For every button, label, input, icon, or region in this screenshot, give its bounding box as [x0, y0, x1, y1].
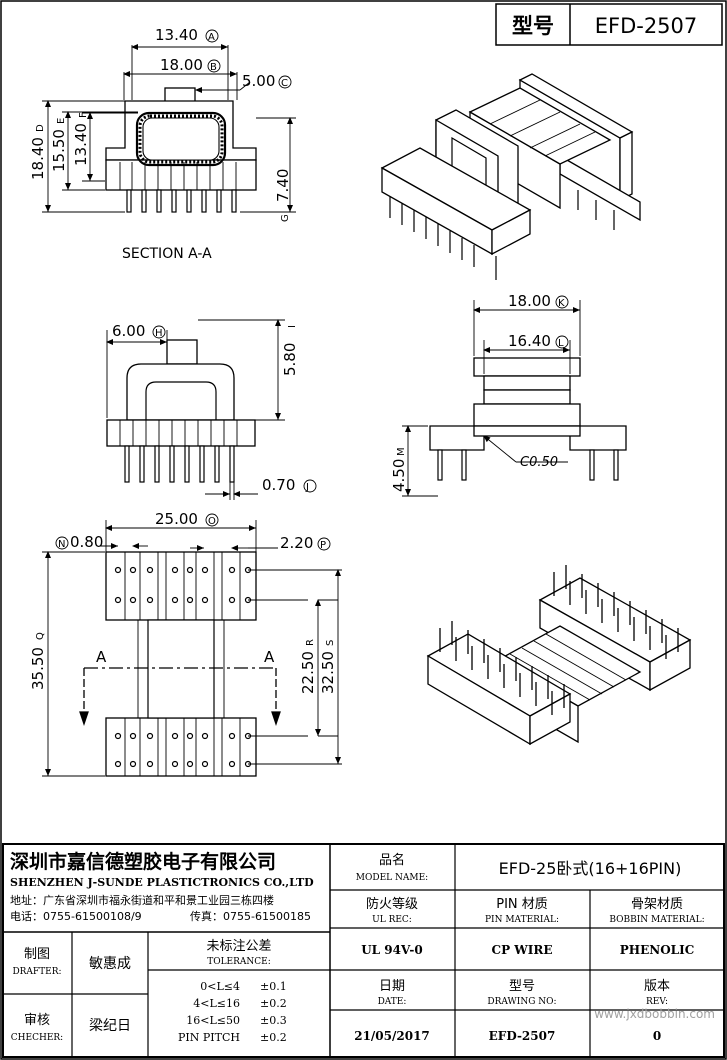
dim-side-width-tag: H	[155, 328, 163, 339]
dim-height-flange: 15.50	[50, 129, 68, 172]
dim-side-height: 5.80	[281, 343, 299, 376]
dim-window-tag: C	[281, 78, 288, 89]
tolerance-value: ±0.2	[260, 997, 287, 1010]
section-mark-right: A	[264, 648, 275, 666]
header-box: 型号 EFD-2507	[495, 3, 723, 46]
dim-height-inner: 13.40	[72, 123, 90, 166]
section-mark-left: A	[96, 648, 107, 666]
dim-span: 25.00	[155, 510, 198, 528]
checker-label-en: CHECHER:	[11, 1033, 63, 1043]
company-phone: 电话：0755-61500108/9	[10, 910, 142, 923]
dim-inner-len: 22.50	[299, 651, 317, 694]
front-view: 18.00 K 16.40 L 4.50 M C0.50	[390, 292, 627, 497]
tolerance-label-cn: 未标注公差	[206, 939, 271, 954]
dim-pin-len: 7.40	[274, 169, 292, 202]
company-fax: 传真：0755-61500185	[190, 909, 311, 923]
drawing-no-value: EFD-2507	[489, 1029, 556, 1043]
dim-front-base-tag: M	[396, 447, 407, 456]
dim-front-inner: 16.40	[508, 332, 551, 350]
bottom-view: A A 25.00 O N 0.80 2.20 P 35.50 Q 22.50 …	[29, 510, 342, 777]
drafter-label-cn: 制图	[24, 947, 50, 962]
dim-front-inner-tag: L	[558, 338, 564, 349]
header-value: EFD-2507	[595, 14, 698, 38]
dim-mid-width: 18.00	[160, 56, 203, 74]
dim-side-width: 6.00	[112, 322, 145, 340]
tolerance-label-en: TOLERANCE:	[207, 957, 271, 967]
dim-chamfer: C0.50	[520, 455, 558, 470]
tolerance-value: ±0.1	[260, 980, 287, 993]
dim-outer-len: 32.50	[319, 651, 337, 694]
dim-mid-width-tag: B	[210, 62, 217, 73]
drawing-no-label-cn: 型号	[509, 979, 535, 994]
section-view: 13.40 A 18.00 B 5.00 C 18.40 D 15.50 E 1…	[29, 26, 296, 262]
dim-front-outer-tag: K	[558, 298, 565, 309]
side-view: 6.00 H 5.80 I 0.70 J	[106, 319, 317, 500]
tolerance-range: 16<L≤50	[186, 1014, 240, 1027]
model-label-cn: 品名	[379, 852, 405, 868]
date-label-en: DATE:	[378, 997, 407, 1007]
pin-material-value: CP WIRE	[492, 943, 553, 957]
bobbin-material-label-en: BOBBIN MATERIAL:	[609, 915, 704, 925]
date-label-cn: 日期	[379, 979, 405, 994]
tolerance-value: ±0.2	[260, 1031, 287, 1044]
tolerance-range: 4<L≤16	[193, 997, 240, 1010]
dim-height-inner-tag: F	[78, 112, 89, 118]
drafter-value: 敏惠成	[89, 956, 131, 972]
drawing-no-label-en: DRAWING NO:	[487, 997, 556, 1007]
title-block: 深圳市嘉信德塑胶电子有限公司 SHENZHEN J-SUNDE PLASTICT…	[2, 843, 725, 1058]
dim-span-tag: O	[208, 516, 216, 527]
rev-value: 0	[653, 1029, 661, 1043]
pin-material-label-en: PIN MATERIAL:	[485, 915, 559, 925]
pin-material-label-cn: PIN 材质	[496, 897, 548, 912]
company-name-en: SHENZHEN J-SUNDE PLASTICTRONICS CO.,LTD	[10, 876, 314, 889]
isometric-bottom	[426, 565, 692, 746]
ul-label-en: UL REC:	[372, 915, 412, 925]
dim-pin-dia-tag: J	[305, 482, 309, 493]
dim-top-width: 13.40	[155, 26, 198, 44]
dim-length-tag: Q	[35, 632, 46, 640]
model-label-en: MODEL NAME:	[356, 873, 428, 883]
isometric-top	[380, 73, 641, 280]
drafter-label-en: DRAFTER:	[12, 967, 61, 977]
dim-window: 5.00	[242, 72, 275, 90]
dim-inner-len-tag: R	[305, 639, 316, 646]
dim-pin-dia: 0.70	[262, 476, 295, 494]
header-label: 型号	[512, 14, 554, 38]
dim-top-width-tag: A	[208, 32, 215, 43]
model-value: EFD-25卧式(16+16PIN)	[499, 859, 682, 878]
rev-label-cn: 版本	[644, 979, 670, 994]
dim-pin-len-tag: G	[280, 214, 291, 222]
tolerance-list: 0<L≤4 ±0.1 4<L≤16 ±0.2 16<L≤50 ±0.3 PIN …	[178, 980, 287, 1044]
dim-height-total-tag: D	[35, 124, 46, 132]
dim-pitch: 2.20	[280, 534, 313, 552]
section-label: SECTION A-A	[122, 246, 212, 262]
company-address: 地址：广东省深圳市福永街道和平和景工业园三栋四楼	[10, 893, 274, 907]
company-name-cn: 深圳市嘉信德塑胶电子有限公司	[10, 850, 276, 873]
tolerance-range: 0<L≤4	[200, 980, 240, 993]
date-value: 21/05/2017	[354, 1029, 430, 1043]
bobbin-material-value: PHENOLIC	[620, 943, 695, 957]
checker-label-cn: 审核	[24, 1013, 50, 1028]
rev-label-en: REV:	[646, 997, 668, 1007]
dim-front-base: 4.50	[390, 459, 408, 492]
dim-side-height-tag: I	[287, 325, 298, 328]
tolerance-value: ±0.3	[260, 1014, 287, 1027]
tolerance-range: PIN PITCH	[178, 1031, 240, 1044]
dim-front-outer: 18.00	[508, 292, 551, 310]
dim-length: 35.50	[29, 647, 47, 690]
dim-pin-offset-tag: N	[58, 539, 65, 550]
watermark: www.jxdbobbin.com	[594, 1007, 715, 1021]
dim-height-total: 18.40	[29, 137, 47, 180]
checker-value: 梁纪日	[89, 1018, 131, 1034]
dim-pin-offset: 0.80	[70, 533, 103, 551]
dim-outer-len-tag: S	[325, 640, 336, 646]
dim-height-flange-tag: E	[56, 118, 67, 124]
ul-value: UL 94V-0	[361, 943, 423, 957]
bobbin-material-label-cn: 骨架材质	[631, 897, 683, 912]
dim-pitch-tag: P	[320, 540, 326, 551]
ul-label-cn: 防火等级	[366, 896, 418, 912]
